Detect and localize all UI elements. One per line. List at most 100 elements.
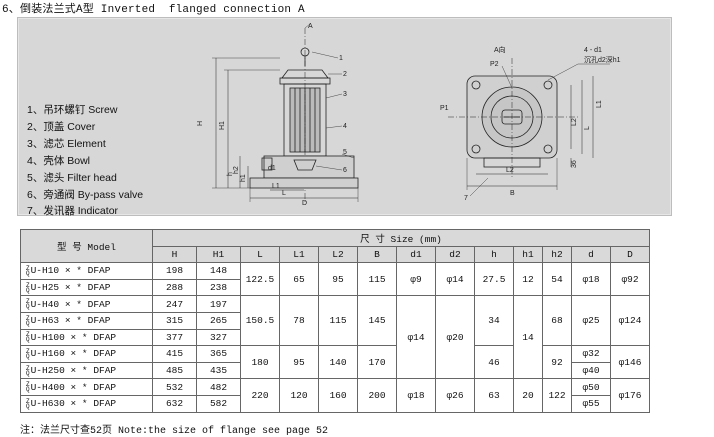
label-H1: H1: [219, 121, 226, 130]
cell-L: 150.5: [240, 295, 280, 347]
col-header: B: [357, 245, 397, 264]
cell-H1: 482: [196, 378, 241, 396]
cell-H: 198: [152, 262, 197, 280]
cell-B: 115: [357, 262, 397, 297]
cell-L1: 65: [279, 262, 319, 297]
label-holes: 4 - d1: [584, 47, 602, 54]
callout-3: 3: [343, 91, 347, 98]
cell-H: 247: [152, 295, 197, 313]
label-h2: h2: [233, 166, 240, 174]
cell-d: φ18: [571, 262, 611, 297]
col-header: h1: [513, 245, 543, 264]
cell-H1: 238: [196, 278, 241, 297]
cell-B: 145: [357, 295, 397, 347]
cell-L1: 78: [279, 295, 319, 347]
label-view-a: A向: [494, 45, 506, 54]
cell-D: φ92: [610, 262, 650, 297]
label-d1: d1: [268, 165, 276, 172]
cell-H: 377: [152, 328, 197, 347]
label-H: H: [197, 121, 204, 126]
cell-h2: 92: [542, 345, 572, 380]
callout-5: 5: [343, 149, 347, 156]
parts-list: 1、吊环螺钉 Screw 2、顶盖 Cover 3、滤芯 Element 4、壳…: [27, 102, 143, 220]
cell-H1: 265: [196, 311, 241, 330]
label-L2-horizontal: L2: [506, 167, 514, 174]
cell-L: 122.5: [240, 262, 280, 297]
size-header: 尺 寸 Size (mm): [152, 229, 650, 247]
callout-4: 4: [343, 123, 347, 130]
col-header: d1: [396, 245, 436, 264]
cell-H1: 582: [196, 394, 241, 413]
cell-d: φ40: [571, 361, 611, 380]
cell-L: 220: [240, 378, 280, 413]
model-header: 型 号 Model: [20, 228, 153, 264]
cell-H: 315: [152, 311, 197, 330]
label-h1: h1: [240, 174, 247, 182]
label-p1: P1: [440, 105, 449, 112]
cell-D: φ124: [610, 295, 650, 347]
col-header: H1: [196, 245, 241, 264]
side-view: [212, 23, 359, 203]
cell-d: φ55: [571, 394, 611, 413]
label-L1-vertical: L1: [596, 100, 603, 108]
callout-6: 6: [343, 167, 347, 174]
col-header: L1: [279, 245, 319, 264]
label-L1: L1: [272, 183, 280, 190]
col-header: H: [152, 245, 197, 264]
cell-H1: 435: [196, 361, 241, 380]
callout-2: 2: [343, 71, 347, 78]
part-item: 2、顶盖 Cover: [27, 120, 96, 133]
cell-L2: 140: [318, 345, 358, 380]
label-L-vertical: L: [584, 126, 591, 130]
cell-L2: 95: [318, 262, 358, 297]
col-header: h2: [542, 245, 572, 264]
cell-H1: 365: [196, 345, 241, 363]
cell-h: 46: [474, 345, 514, 380]
cell-d1: φ18: [396, 378, 436, 413]
cell-d: φ25: [571, 295, 611, 347]
cell-d2: φ20: [435, 295, 475, 380]
cell-H1: 148: [196, 262, 241, 280]
callout-7: 7: [464, 195, 468, 202]
cell-B: 200: [357, 378, 397, 413]
part-item: 6、旁通阀 By-pass valve: [27, 188, 144, 201]
cell-L2: 115: [318, 295, 358, 347]
col-header: d: [571, 245, 611, 264]
cell-H: 532: [152, 378, 197, 396]
cell-L1: 95: [279, 345, 319, 380]
section-title: 6、倒装法兰式A型 Inverted flanged connection A: [2, 4, 305, 16]
callout-1: 1: [339, 55, 343, 62]
label-B: B: [510, 190, 515, 197]
cell-D: φ176: [610, 378, 650, 413]
part-item: 5、滤头 Filter head: [27, 171, 117, 184]
label-holes-depth: 沉孔d2深h1: [584, 55, 621, 64]
cell-h1: 14: [513, 295, 543, 380]
cell-B: 170: [357, 345, 397, 380]
label-h: h: [227, 172, 234, 176]
label-A: A: [308, 23, 313, 30]
label-36: 36: [571, 160, 578, 168]
cell-H: 288: [152, 278, 197, 297]
label-L: L: [282, 190, 286, 197]
cell-d1: φ14: [396, 295, 436, 380]
technical-drawing: A H H1 h h2 h1 L1 L D d1 1 2 3 4 5 6 7 A…: [197, 23, 621, 207]
top-view: [448, 58, 610, 197]
cell-H: 632: [152, 394, 197, 413]
cell-H1: 197: [196, 295, 241, 313]
col-header: h: [474, 245, 514, 264]
